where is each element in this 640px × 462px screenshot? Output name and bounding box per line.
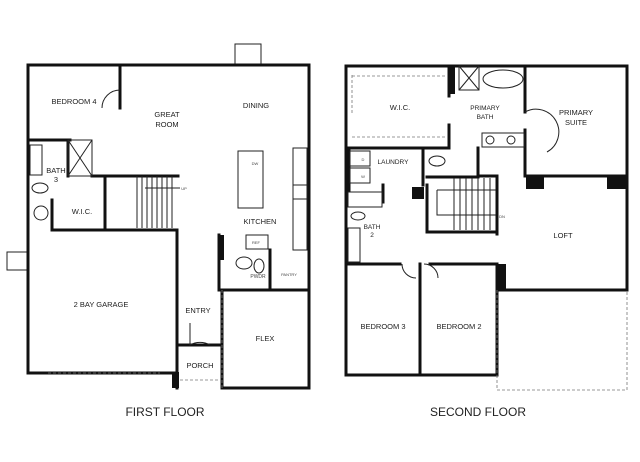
label-up: UP — [181, 186, 187, 191]
water-heater — [33, 205, 49, 221]
room-label-porch: PORCH — [186, 361, 213, 370]
room-label-primary-suite-1: PRIMARY — [559, 108, 593, 117]
room-label-kitchen: KITCHEN — [244, 217, 277, 226]
room-label-primary-bath-1: PRIMARY — [470, 105, 500, 112]
side-door-landing — [6, 251, 29, 271]
cooktop — [292, 184, 308, 200]
second-floor-title: SECOND FLOOR — [430, 405, 526, 419]
room-label-bath-2-1: BATH — [364, 224, 381, 231]
room-label-entry: ENTRY — [185, 306, 210, 315]
room-label-bath-3-2: 3 — [54, 175, 58, 184]
room-label-bedroom-3: BEDROOM 3 — [360, 322, 405, 331]
label-dn: DN — [499, 214, 505, 219]
label-dryer: D — [362, 157, 365, 162]
toilet-fb — [31, 182, 49, 194]
washer — [349, 167, 371, 184]
pwdr-sink — [235, 256, 253, 270]
label-washer: W — [361, 174, 365, 179]
pwdr-toilet — [253, 258, 265, 274]
room-label-pantry: PANTRY — [281, 272, 297, 277]
label-dw: DW — [252, 161, 259, 166]
label-ref: REF — [252, 240, 261, 245]
room-label-primary-suite-2: SUITE — [565, 118, 587, 127]
room-label-pwdr: PWDR — [250, 274, 266, 280]
room-label-dining: DINING — [243, 101, 269, 110]
room-label-bath-3-1: BATH — [46, 166, 65, 175]
room-label-great-room-1: GREAT — [154, 110, 180, 119]
room-label-bath-2-2: 2 — [370, 232, 374, 239]
shower-fb — [67, 139, 93, 177]
toilet-sf — [428, 155, 446, 167]
dryer — [349, 150, 371, 167]
first-floor-plan: BEDROOM 4 GREAT ROOM DINING BATH 3 W.I.C… — [6, 43, 311, 419]
room-label-great-room-2: ROOM — [155, 120, 178, 129]
double-vanity — [481, 132, 525, 148]
room-label-flex: FLEX — [256, 334, 275, 343]
room-label-loft: LOFT — [553, 231, 573, 240]
refrigerator — [245, 234, 269, 250]
room-label-primary-bath-2: BATH — [477, 114, 494, 121]
tub-primary — [482, 69, 524, 89]
room-label-garage: 2 BAY GARAGE — [74, 300, 129, 309]
room-label-bedroom-4: BEDROOM 4 — [51, 97, 96, 106]
room-label-wic-2: W.I.C. — [390, 103, 410, 112]
toilet-bath-2 — [350, 211, 366, 221]
vanity-bath-2 — [347, 227, 361, 263]
chimney — [234, 43, 262, 66]
room-label-wic: W.I.C. — [72, 207, 92, 216]
kitchen-island — [237, 150, 264, 209]
vanity-fb — [29, 144, 43, 176]
tub-bath-2 — [347, 191, 383, 208]
first-floor-title: FIRST FLOOR — [125, 405, 204, 419]
second-floor-plan: W.I.C. PRIMARY BATH PRIMARY SUITE LAUNDR… — [344, 64, 629, 419]
room-label-bedroom-2: BEDROOM 2 — [436, 322, 481, 331]
room-label-laundry: LAUNDRY — [378, 159, 410, 166]
shower-sf — [458, 65, 480, 91]
